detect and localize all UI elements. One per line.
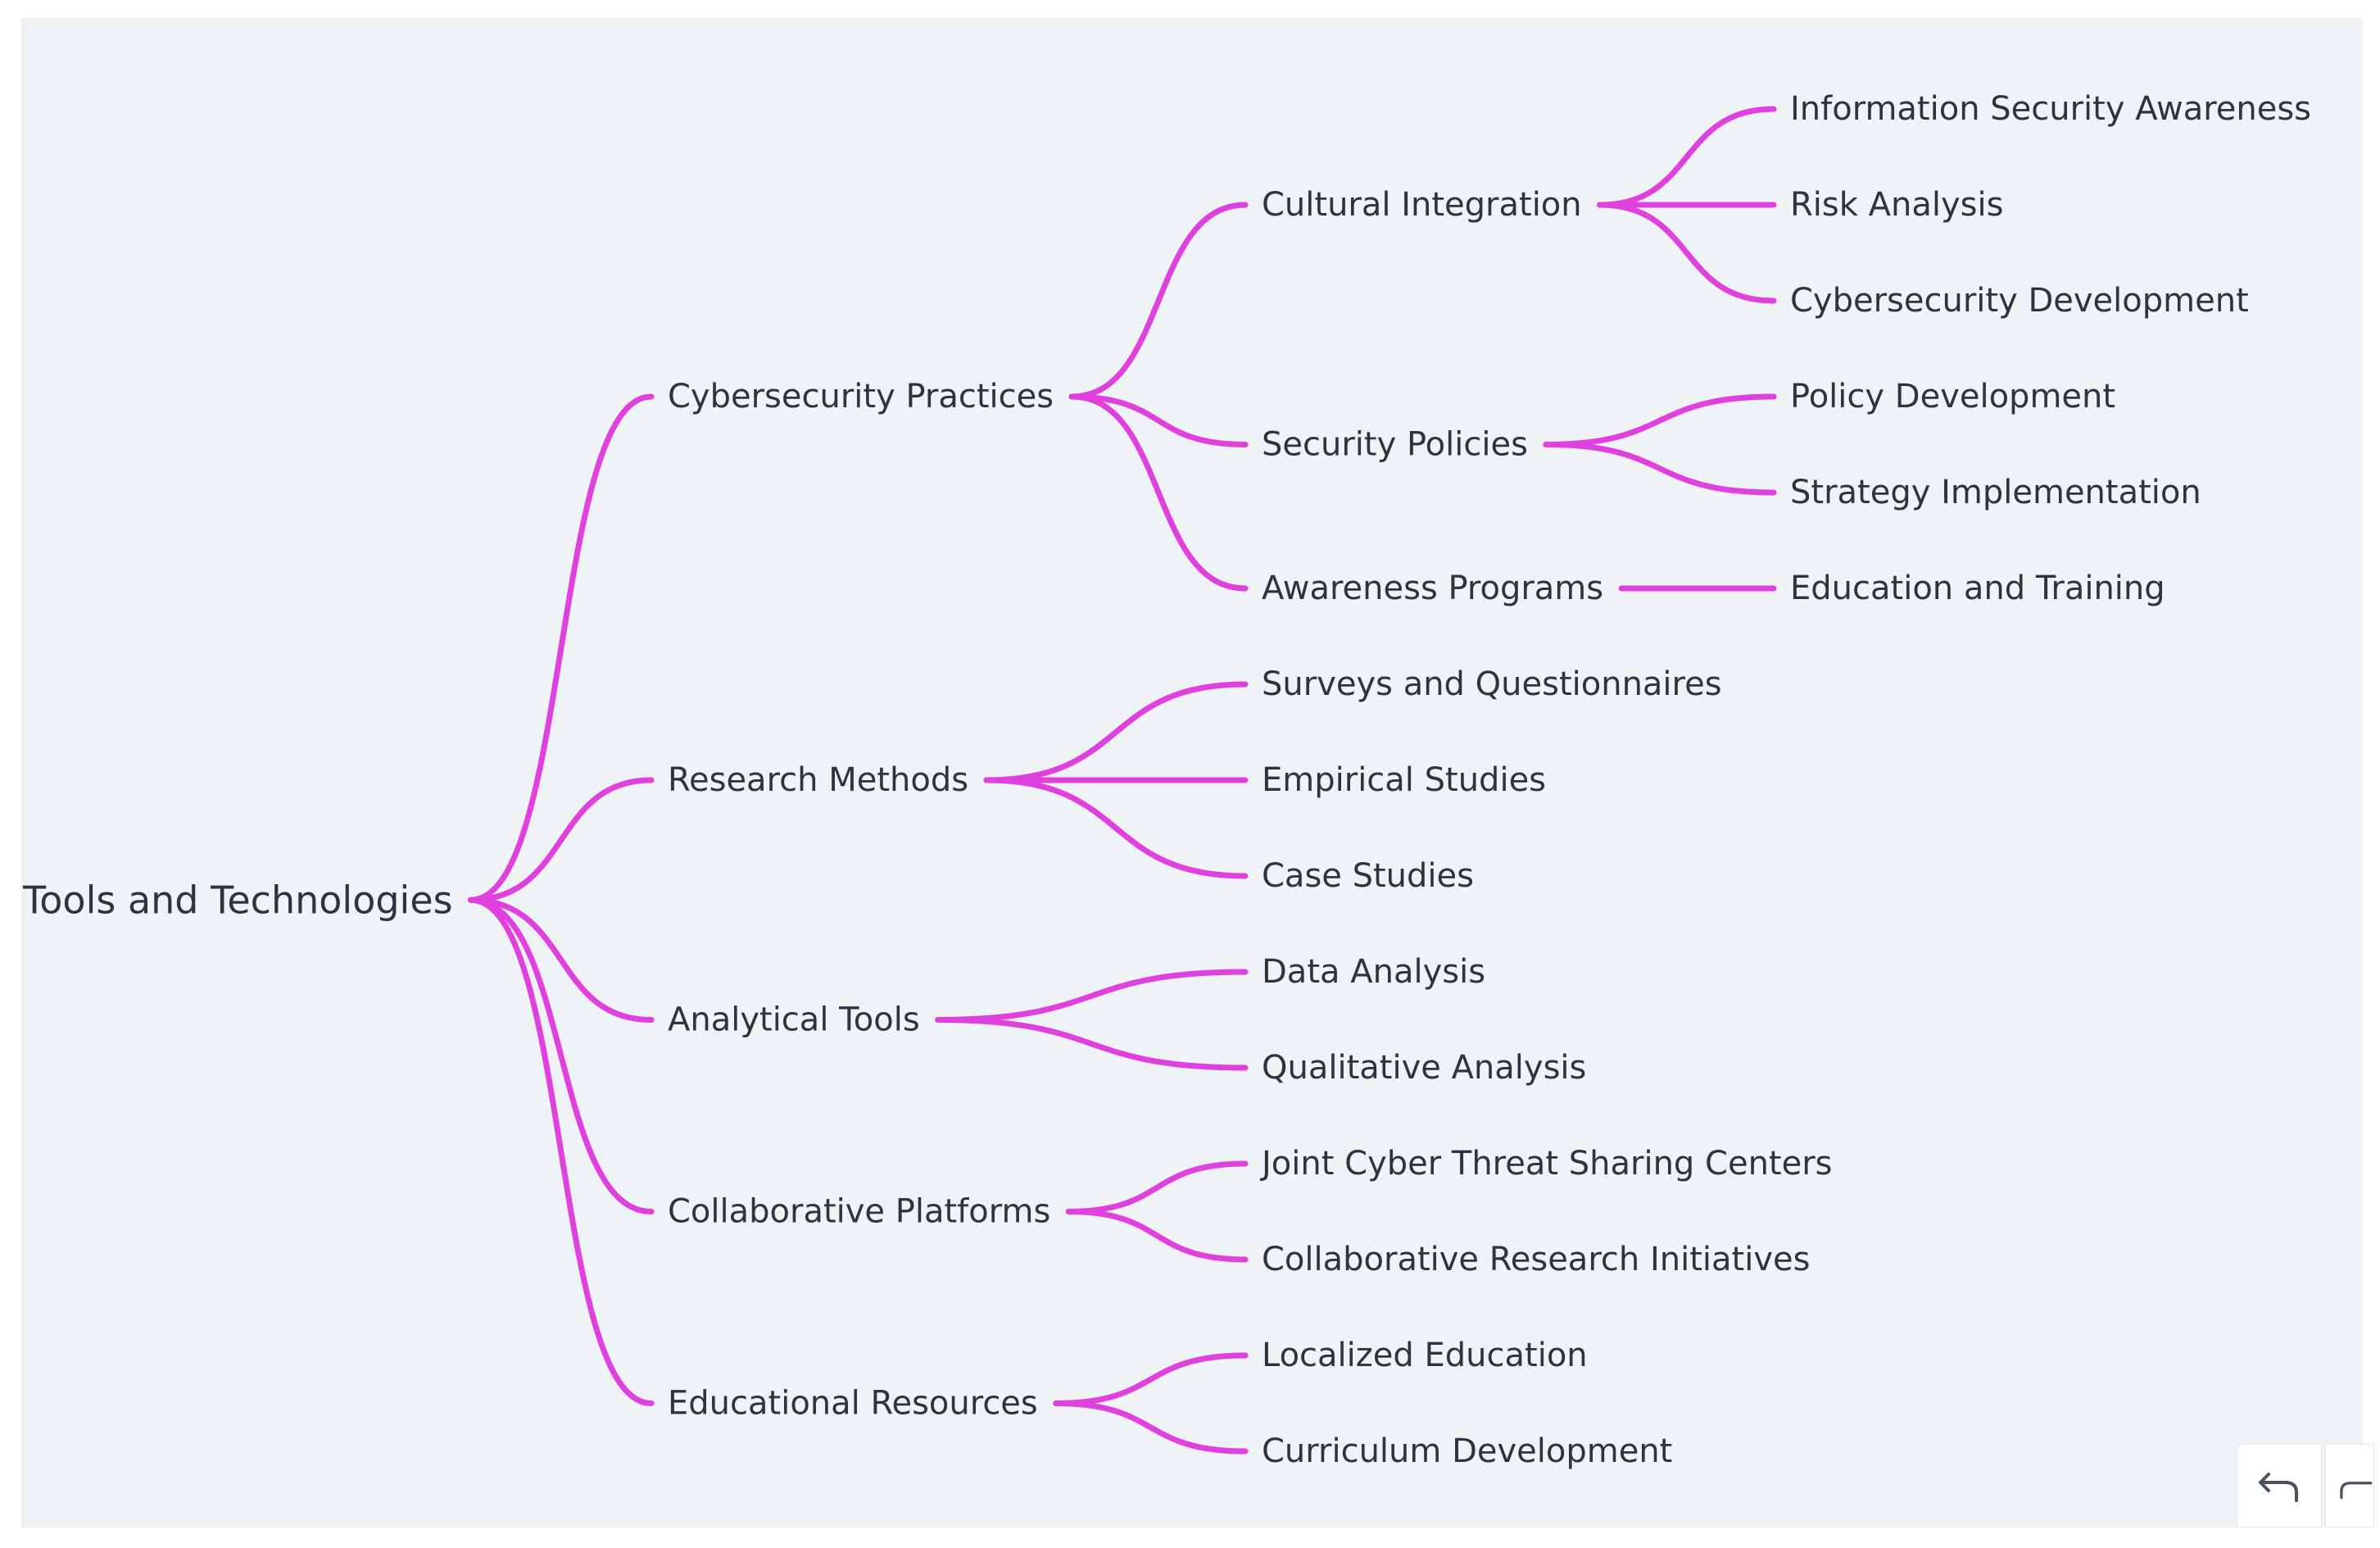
edge-security-policies-to-policy-development [1543, 393, 1777, 447]
edge-cultural-integration-to-information-security-awareness [1597, 106, 1777, 208]
edge-educational-resources-to-curriculum-development [1053, 1400, 1249, 1455]
mindmap-node-data-analysis[interactable]: Data Analysis [1262, 953, 1485, 991]
mindmap-node-case-studies[interactable]: Case Studies [1262, 857, 1474, 895]
edge-cybersecurity-practices-to-awareness-programs [1068, 393, 1249, 592]
edge-analytical-tools-to-data-analysis [935, 969, 1249, 1023]
mindmap-node-collaborative-platforms[interactable]: Collaborative Platforms [668, 1193, 1050, 1231]
edge-security-policies-to-strategy-implementation [1543, 442, 1777, 496]
mindmap-node-education-and-training[interactable]: Education and Training [1790, 570, 2165, 607]
mindmap-node-cybersecurity-development[interactable]: Cybersecurity Development [1790, 282, 2249, 320]
mindmap-node-educational-resources[interactable]: Educational Resources [668, 1385, 1038, 1423]
edge-tools-and-technologies-to-educational-resources [468, 897, 655, 1406]
mindmap-node-security-policies[interactable]: Security Policies [1262, 426, 1528, 464]
edge-tools-and-technologies-to-analytical-tools [468, 897, 655, 1023]
edge-tools-and-technologies-to-cybersecurity-practices [468, 393, 655, 903]
history-toolbar [2237, 1444, 2380, 1528]
mindmap-node-research-methods[interactable]: Research Methods [668, 761, 968, 799]
mindmap-node-surveys-and-questionnaires[interactable]: Surveys and Questionnaires [1262, 665, 1722, 703]
mindmap-node-collaborative-research-initiatives[interactable]: Collaborative Research Initiatives [1262, 1241, 1810, 1278]
mindmap-node-risk-analysis[interactable]: Risk Analysis [1790, 186, 2003, 224]
mindmap-node-information-security-awareness[interactable]: Information Security Awareness [1790, 90, 2311, 128]
edge-cybersecurity-practices-to-cultural-integration [1068, 202, 1249, 400]
mindmap-node-awareness-programs[interactable]: Awareness Programs [1262, 570, 1603, 607]
edge-research-methods-to-case-studies [983, 777, 1249, 879]
mindmap-nodes: Tools and Technologies Cybersecurity Prac… [22, 90, 2311, 1470]
mindmap-node-policy-development[interactable]: Policy Development [1790, 378, 2115, 415]
edge-cultural-integration-to-cybersecurity-development [1597, 202, 1777, 304]
edge-collaborative-platforms-to-collaborative-research-initiatives [1065, 1209, 1249, 1263]
mindmap-root-node[interactable]: Tools and Technologies [22, 878, 453, 922]
mindmap-node-analytical-tools[interactable]: Analytical Tools [668, 1001, 920, 1039]
mindmap-node-empirical-studies[interactable]: Empirical Studies [1262, 761, 1546, 799]
mindmap-node-curriculum-development[interactable]: Curriculum Development [1262, 1432, 1672, 1470]
edge-educational-resources-to-localized-education [1053, 1352, 1249, 1406]
mindmap-edges [468, 106, 1777, 1455]
mindmap-canvas [21, 18, 2363, 1528]
edge-research-methods-to-surveys-and-questionnaires [983, 681, 1249, 783]
mindmap-node-cybersecurity-practices[interactable]: Cybersecurity Practices [668, 378, 1054, 415]
mindmap-node-qualitative-analysis[interactable]: Qualitative Analysis [1262, 1049, 1586, 1087]
mindmap-node-strategy-implementation[interactable]: Strategy Implementation [1790, 474, 2201, 511]
mindmap-node-joint-cyber-threat-sharing-centers[interactable]: Joint Cyber Threat Sharing Centers [1259, 1145, 1833, 1183]
edge-tools-and-technologies-to-collaborative-platforms [468, 897, 655, 1214]
mindmap-node-localized-education[interactable]: Localized Education [1262, 1337, 1588, 1374]
edge-tools-and-technologies-to-research-methods [468, 777, 655, 903]
undo-button[interactable] [2237, 1444, 2322, 1528]
undo-icon [2259, 1473, 2298, 1502]
edge-analytical-tools-to-qualitative-analysis [935, 1017, 1249, 1071]
mindmap-node-cultural-integration[interactable]: Cultural Integration [1262, 186, 1582, 224]
edge-collaborative-platforms-to-joint-cyber-threat-sharing-centers [1065, 1160, 1249, 1214]
edge-cybersecurity-practices-to-security-policies [1068, 393, 1249, 447]
redo-icon [2340, 1482, 2373, 1500]
redo-button[interactable] [2325, 1444, 2374, 1528]
